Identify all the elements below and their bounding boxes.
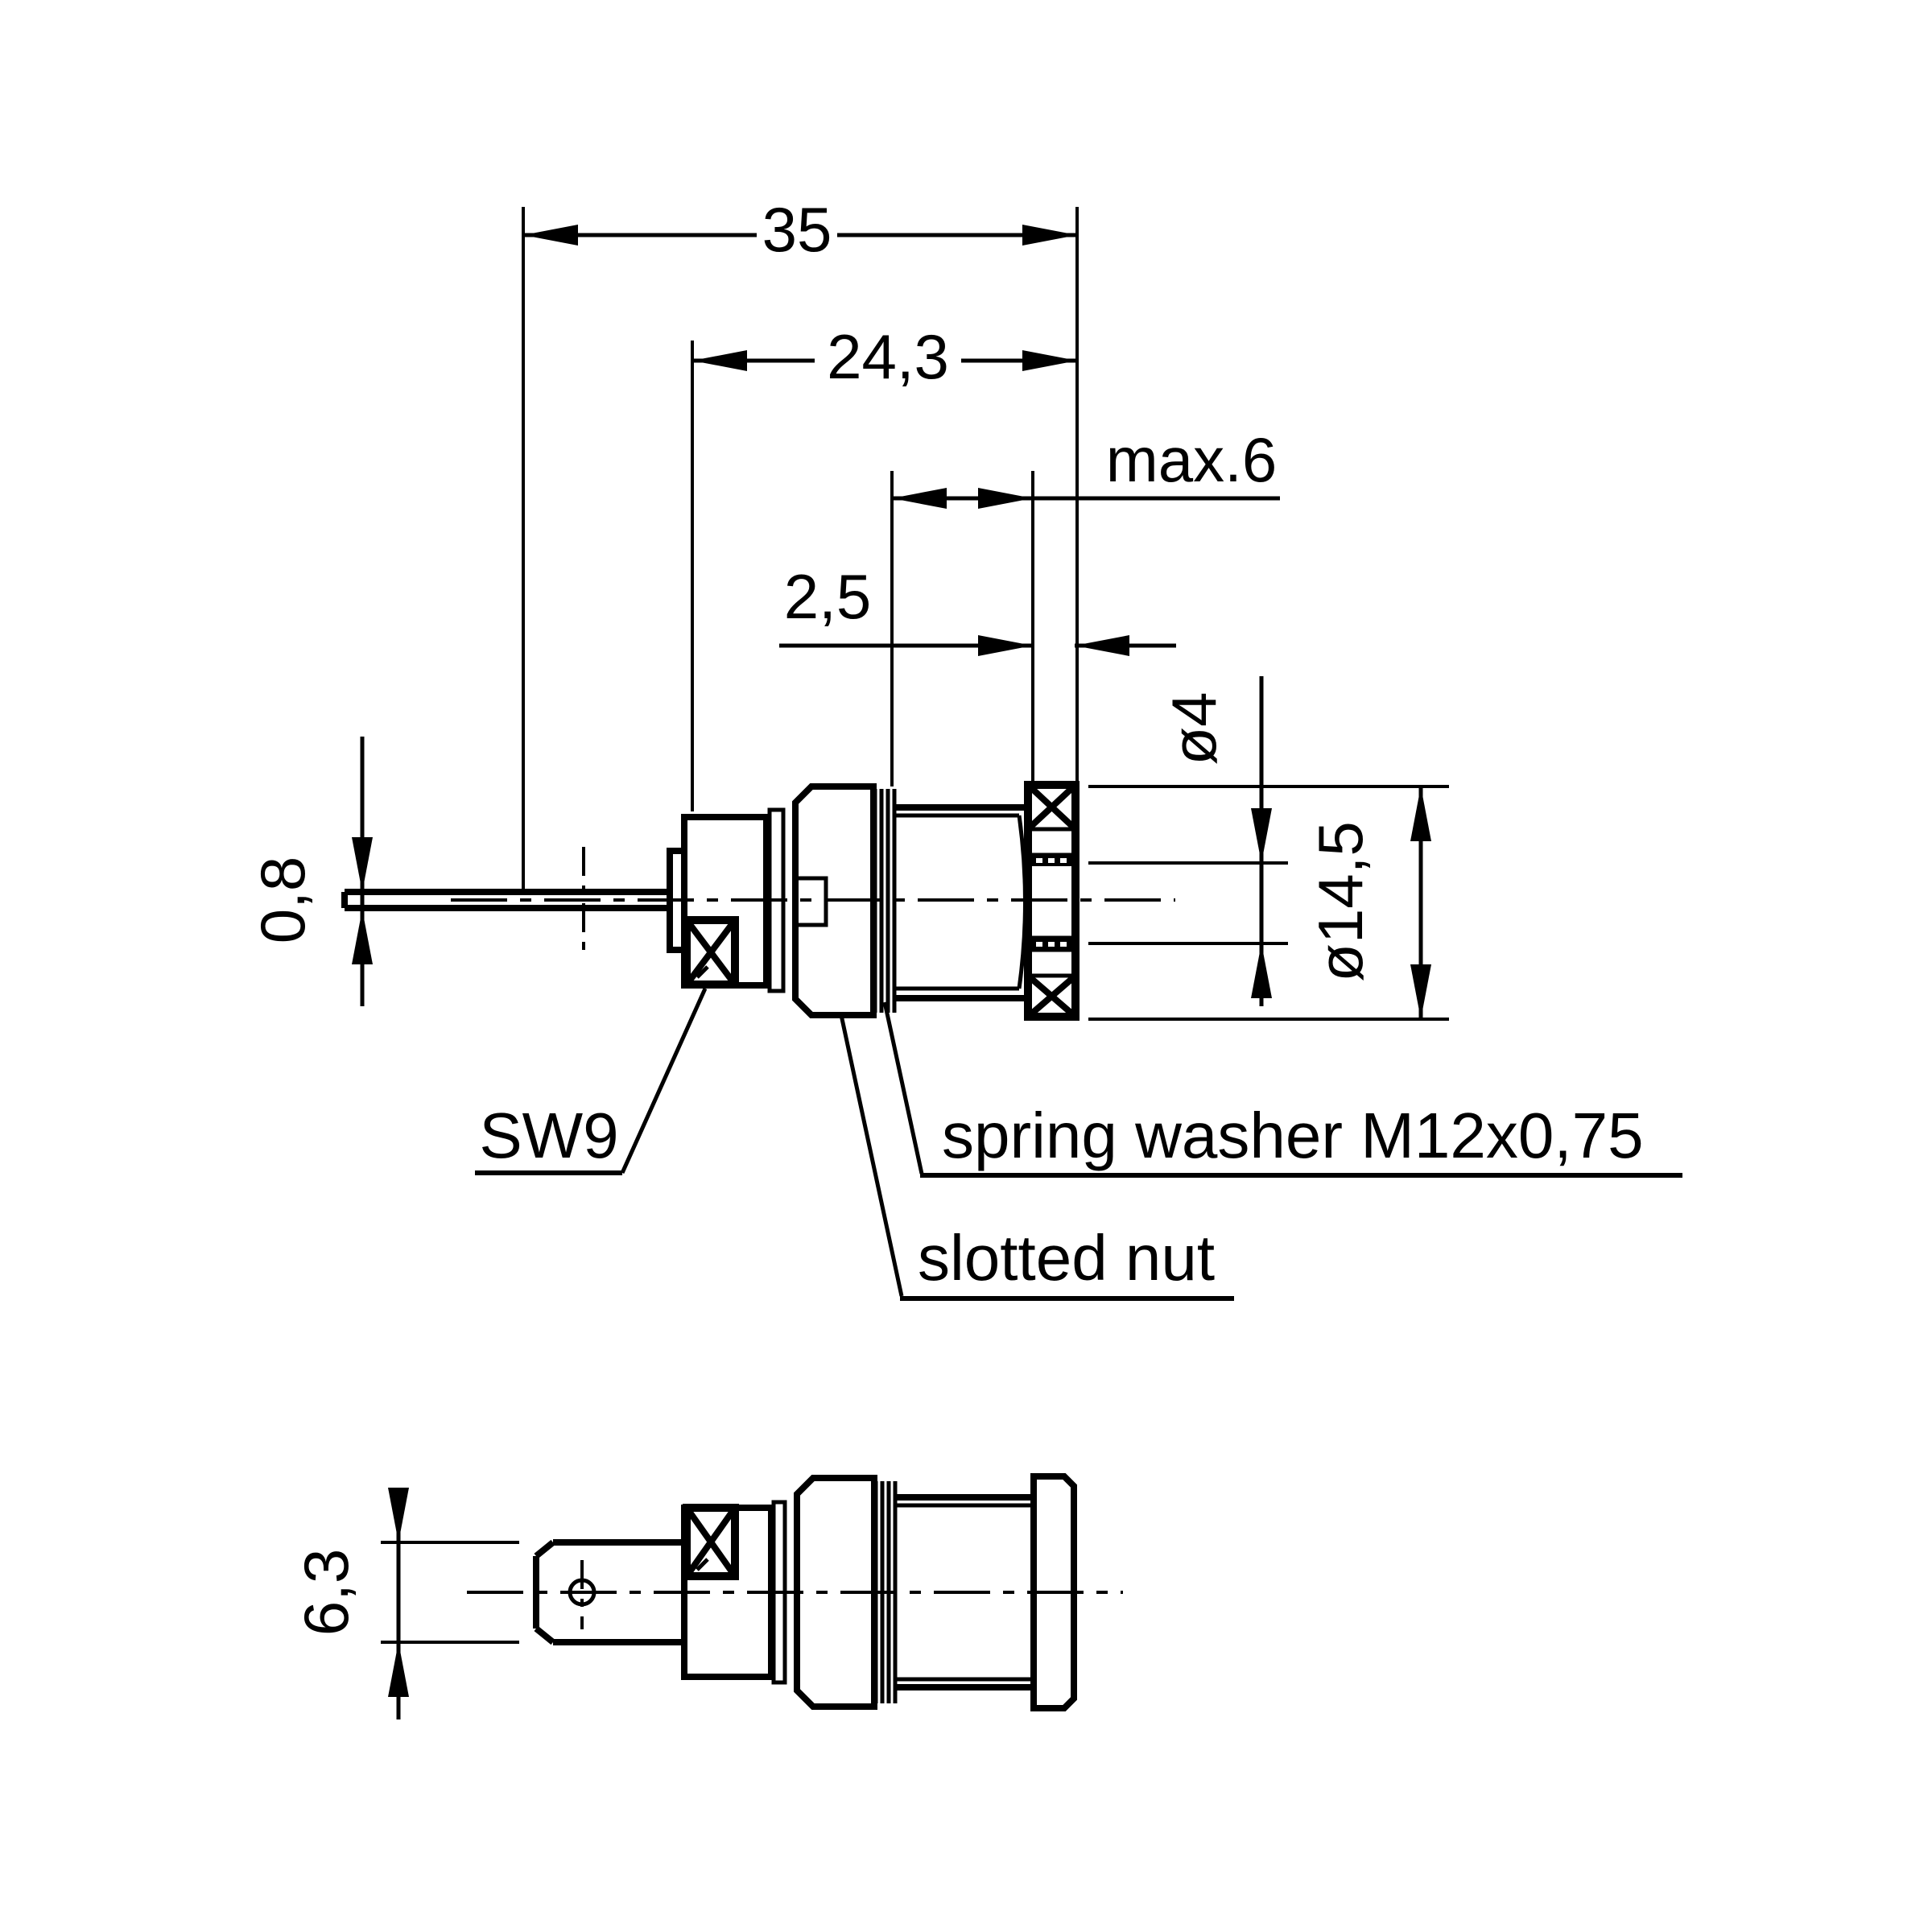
- dim-socket-bore: ø4: [1088, 676, 1288, 1006]
- dim-overall-length: 35: [522, 194, 1079, 891]
- side-view: [341, 781, 1175, 1021]
- dim-panel-thickness: max.6: [890, 424, 1280, 786]
- solder-tab: [341, 889, 670, 911]
- bottom-threaded-barrel: [895, 1494, 1034, 1690]
- dim-text-body-diameter: ø14,5: [1305, 821, 1376, 981]
- dim-text-body-length: 24,3: [827, 321, 949, 392]
- spring-washer-body: [873, 789, 897, 1013]
- dim-tab-thickness: 0,8: [247, 737, 373, 1006]
- slotted-nut-body: [792, 783, 877, 1018]
- bottom-view: 6,3: [291, 1473, 1123, 1719]
- washer: [767, 807, 786, 993]
- dimensions: 35 24,3 max.6 2,5: [247, 194, 1449, 1021]
- dim-text-tab-width: 6,3: [291, 1549, 361, 1636]
- bottom-washer: [771, 1500, 787, 1685]
- label-text-slotted-nut: slotted nut: [918, 1222, 1215, 1294]
- threaded-barrel: [894, 804, 1028, 1001]
- bottom-spring-washer: [873, 1481, 898, 1703]
- hex-section-box: [683, 916, 739, 989]
- bottom-slotted-nut: [794, 1475, 877, 1710]
- dim-text-panel-thickness: max.6: [1106, 424, 1277, 495]
- dim-text-tab-thickness: 0,8: [247, 857, 318, 943]
- label-slotted-nut: slotted nut: [839, 1014, 1234, 1301]
- front-flange: [1024, 781, 1080, 1021]
- slotted-nut-slot: [795, 876, 828, 927]
- bottom-solder-tab: [533, 1539, 683, 1645]
- bottom-hex-section-box: [683, 1504, 739, 1580]
- dim-text-socket-bore: ø4: [1158, 691, 1229, 765]
- dim-body-diameter: ø14,5: [1088, 785, 1449, 1021]
- label-hex-size: SW9: [475, 987, 708, 1175]
- dim-body-length: 24,3: [691, 321, 1077, 811]
- leader-labels: SW9 spring washer M12x0,75 slotted nut: [475, 987, 1682, 1301]
- dim-text-flange-thickness: 2,5: [784, 561, 871, 632]
- dim-text-overall-length: 35: [762, 194, 832, 265]
- label-text-spring-washer: spring washer M12x0,75: [942, 1100, 1644, 1171]
- label-text-hex-size: SW9: [479, 1100, 618, 1171]
- dim-flange-thickness: 2,5: [779, 561, 1176, 656]
- label-spring-washer: spring washer M12x0,75: [882, 1001, 1682, 1178]
- bottom-front-flange: [1030, 1473, 1077, 1711]
- dim-tab-width: 6,3: [291, 1488, 519, 1719]
